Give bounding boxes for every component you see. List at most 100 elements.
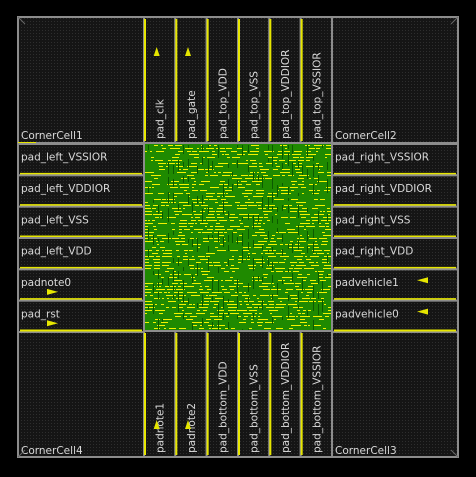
wire-segment <box>281 193 291 194</box>
wire-segment <box>232 172 233 176</box>
wire-segment <box>228 211 229 219</box>
wire-segment <box>307 311 308 316</box>
pad-pad-left-vss[interactable]: pad_left_VSS <box>17 205 145 240</box>
pad-pad-bottom-vss[interactable]: pad_bottom_VSS <box>237 330 271 458</box>
wire-segment <box>229 217 238 218</box>
pad-pad-bottom-vssior[interactable]: pad_bottom_VSSIOR <box>299 330 333 458</box>
pin-arrow-icon <box>417 308 428 315</box>
pad-pad-bottom-vdd[interactable]: pad_bottom_VDD <box>205 330 240 458</box>
wire-segment <box>318 301 324 302</box>
pad-padvehicle1[interactable]: padvehicle1 <box>331 268 459 302</box>
wire-segment <box>180 220 187 221</box>
wire-segment <box>320 199 325 200</box>
wire-segment <box>210 301 219 302</box>
pad-padnote1[interactable]: padnote1 <box>143 330 177 458</box>
wire-segment <box>259 220 262 221</box>
wire-segment <box>282 169 290 170</box>
wire-segment <box>209 211 215 212</box>
wire-segment <box>184 316 187 317</box>
wire-segment <box>242 217 252 218</box>
wire-segment <box>253 276 254 289</box>
wire-segment <box>268 301 274 302</box>
pad-pad-right-vddior[interactable]: pad_right_VDDIOR <box>331 174 459 208</box>
wire-segment <box>194 181 196 182</box>
pad-pad-clk[interactable]: pad_clk <box>143 16 177 144</box>
pad-pad-top-vssior[interactable]: pad_top_VSSIOR <box>299 16 333 144</box>
wire-segment <box>212 278 213 292</box>
pad-pad-left-vdd[interactable]: pad_left_VDD <box>17 237 145 271</box>
wire-segment <box>243 286 251 287</box>
wire-segment <box>205 169 214 170</box>
wire-segment <box>228 307 238 308</box>
wire-segment <box>239 322 246 323</box>
pad-pad-top-vss[interactable]: pad_top_VSS <box>237 16 271 144</box>
wire-segment <box>175 316 181 317</box>
pad-padvehicle0[interactable]: padvehicle0 <box>331 299 459 333</box>
wire-segment <box>174 193 183 194</box>
wire-segment <box>181 238 185 239</box>
wire-segment <box>172 160 182 161</box>
wire-segment <box>199 307 208 308</box>
wire-segment <box>262 277 263 282</box>
wire-segment <box>254 259 264 260</box>
wire-segment <box>280 244 283 245</box>
pad-pad-rst[interactable]: pad_rst <box>17 299 145 333</box>
wire-segment <box>205 175 208 176</box>
wire-segment <box>325 316 329 317</box>
wire-segment <box>192 202 193 212</box>
pad-label: pad_bottom_VDD <box>217 361 229 453</box>
wire-segment <box>267 196 275 197</box>
wire-segment <box>153 205 159 206</box>
pad-pad-gate[interactable]: pad_gate <box>174 16 208 144</box>
pin-arrow-icon <box>47 320 58 327</box>
wire-segment <box>239 220 241 221</box>
corner-cell-bottom-right[interactable]: CornerCell3 <box>331 330 459 458</box>
wire-segment <box>179 328 186 329</box>
wire-segment <box>306 226 315 227</box>
wire-segment <box>252 226 261 227</box>
pad-label: pad_top_VDDIOR <box>280 50 292 139</box>
wire-segment <box>154 298 160 299</box>
wire-segment <box>328 286 331 287</box>
wire-segment <box>303 310 306 311</box>
wire-segment <box>218 280 219 292</box>
wire-segment <box>289 268 293 269</box>
wire-segment <box>230 313 239 314</box>
wire-segment <box>192 322 202 323</box>
wire-segment <box>214 241 220 242</box>
pad-padnote2[interactable]: padnote2 <box>174 330 208 458</box>
wire-segment <box>152 208 156 209</box>
wire-segment <box>206 193 215 194</box>
wire-segment <box>179 295 186 296</box>
pad-pad-right-vdd[interactable]: pad_right_VDD <box>331 237 459 271</box>
wire-segment <box>299 175 309 176</box>
corner-cell-top-left[interactable]: CornerCell1 <box>17 16 145 144</box>
pad-pad-top-vddior[interactable]: pad_top_VDDIOR <box>268 16 302 144</box>
pad-pad-left-vddior[interactable]: pad_left_VDDIOR <box>17 174 145 208</box>
pad-pad-top-vdd[interactable]: pad_top_VDD <box>205 16 240 144</box>
pad-pad-bottom-vddior[interactable]: pad_bottom_VDDIOR <box>268 330 302 458</box>
pad-pad-left-vssior[interactable]: pad_left_VSSIOR <box>17 143 145 177</box>
wire-segment <box>145 322 149 323</box>
wire-segment <box>318 292 319 299</box>
wire-segment <box>285 163 287 164</box>
wire-segment <box>187 151 191 152</box>
wire-segment <box>205 286 209 287</box>
pad-padnote0[interactable]: padnote0 <box>17 268 145 302</box>
wire-segment <box>319 319 324 320</box>
wire-segment <box>199 304 209 305</box>
wire-segment <box>225 214 229 215</box>
pad-pad-right-vssior[interactable]: pad_right_VSSIOR <box>331 143 459 177</box>
wire-segment <box>296 202 306 203</box>
wire-segment <box>264 214 268 215</box>
wire-segment <box>296 265 306 266</box>
wire-segment <box>188 298 189 304</box>
pad-pad-right-vss[interactable]: pad_right_VSS <box>331 205 459 240</box>
corner-cell-bottom-left[interactable]: CornerCell4 <box>17 330 145 458</box>
corner-cell-top-right[interactable]: CornerCell2 <box>331 16 459 144</box>
wire-segment <box>253 215 254 229</box>
wire-segment <box>167 268 174 269</box>
core-area[interactable] <box>143 142 334 332</box>
wire-segment <box>240 304 242 305</box>
wire-segment <box>145 205 150 206</box>
